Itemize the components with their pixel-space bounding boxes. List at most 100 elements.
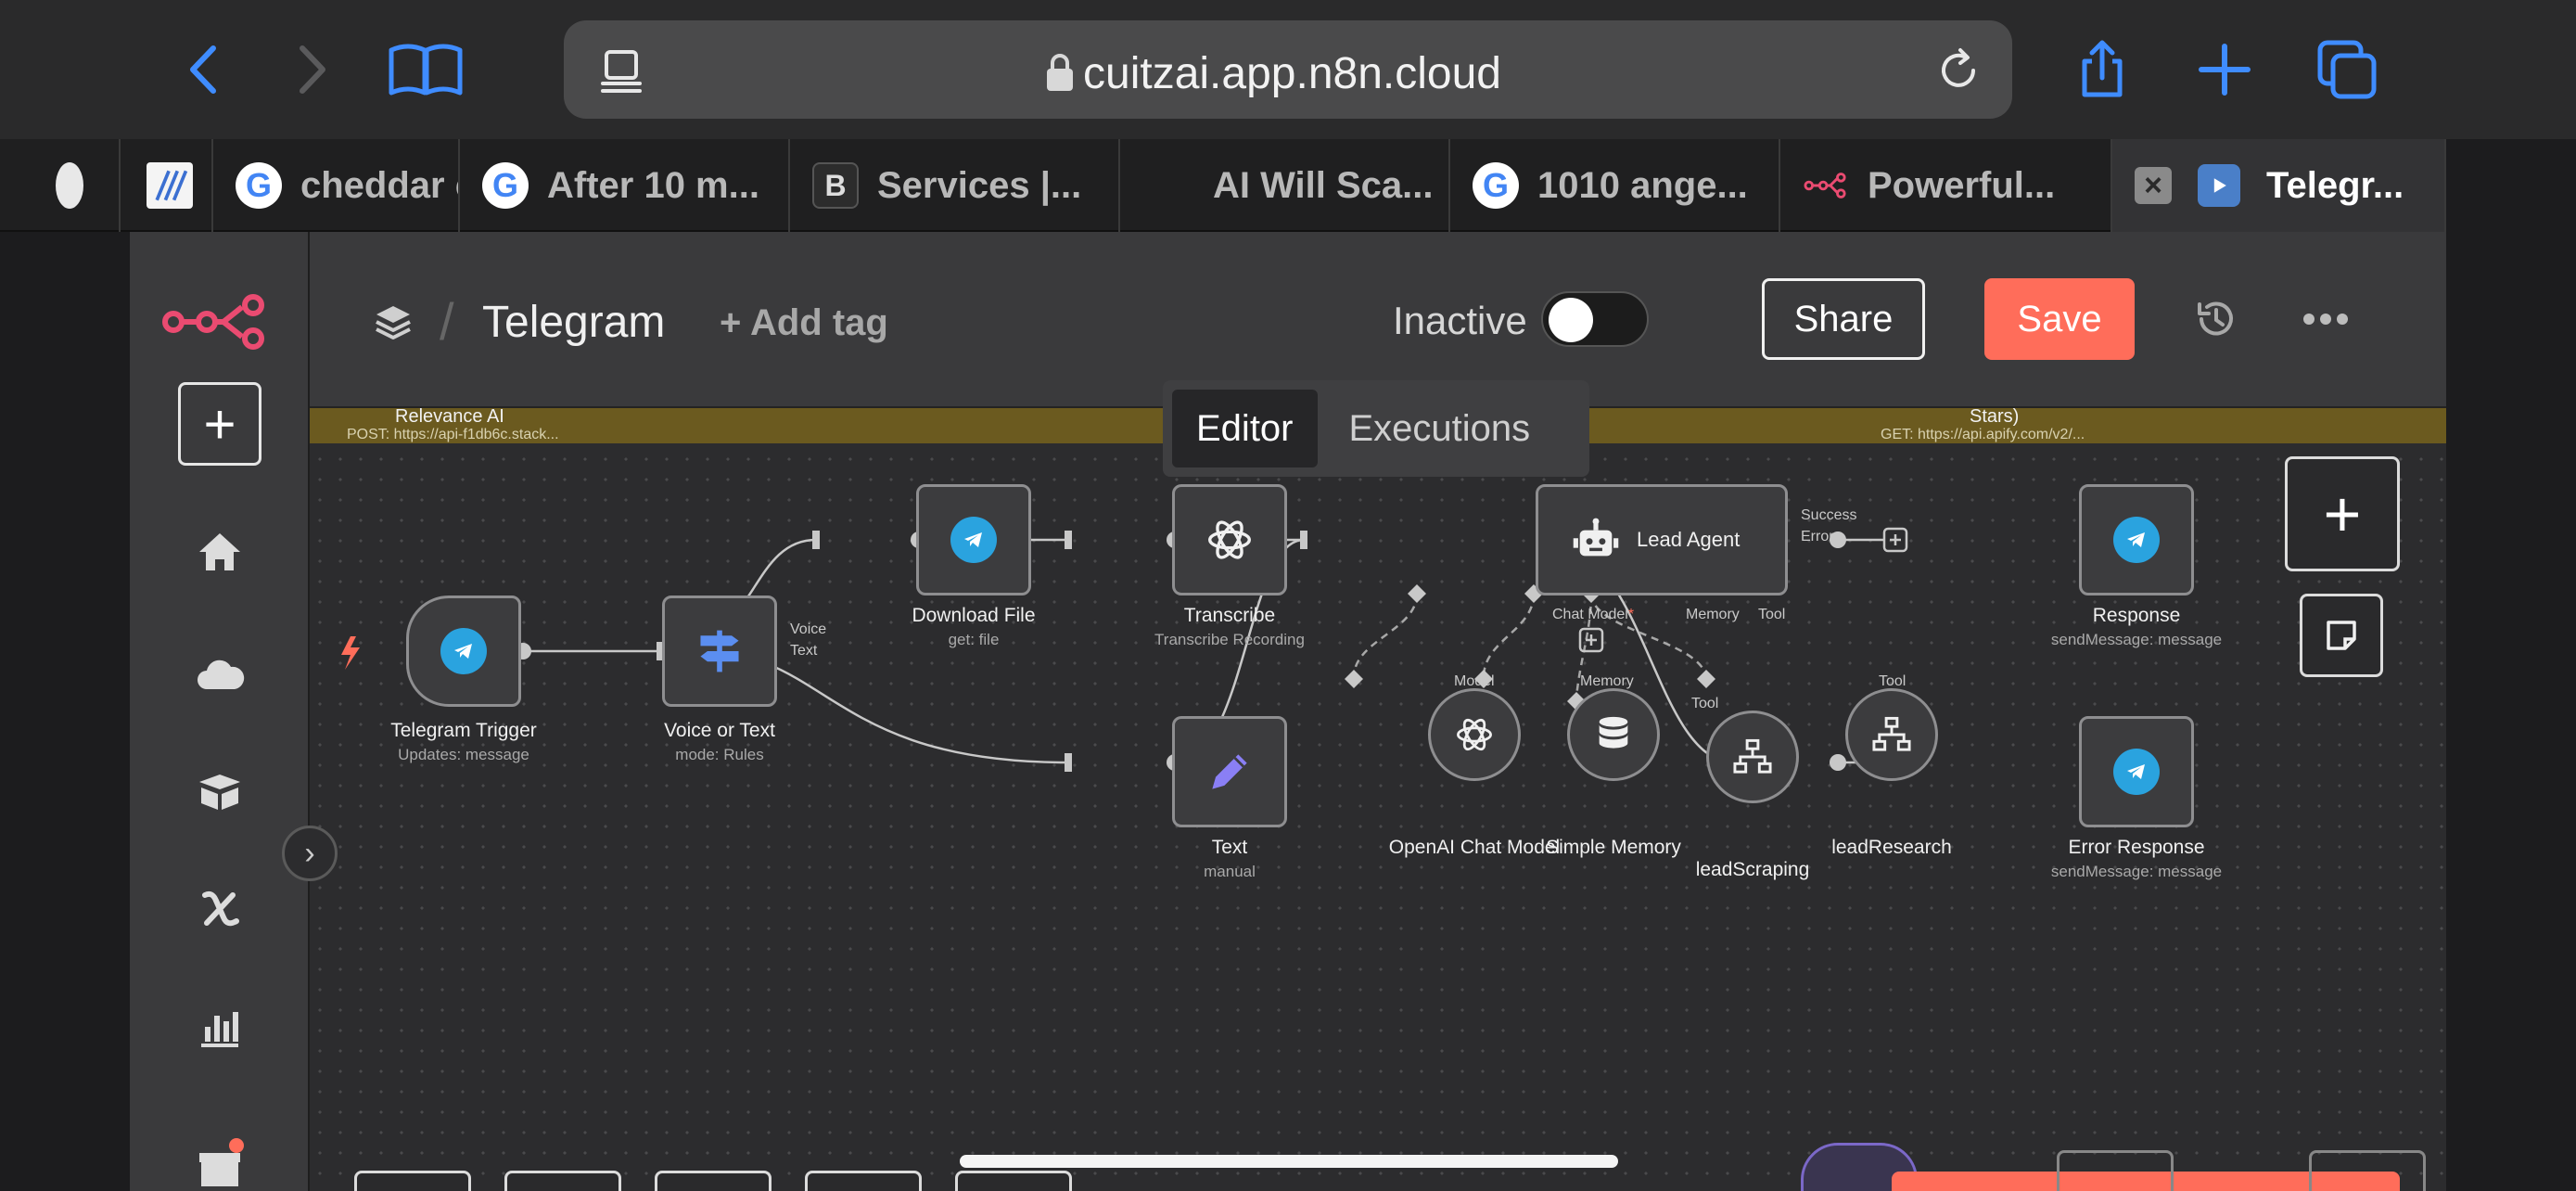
- sidebar-expand-chevron-icon[interactable]: ›: [282, 826, 338, 881]
- insights-chart-icon[interactable]: [178, 985, 261, 1069]
- strip-node-sub: GET: https://api.apify.com/v2/...: [1881, 427, 2085, 442]
- templates-box-icon[interactable]: [178, 749, 261, 833]
- tab-1[interactable]: G cheddar c: [213, 139, 460, 232]
- tidy-up-button[interactable]: [955, 1171, 1072, 1191]
- node-download-file[interactable]: [916, 484, 1031, 596]
- tab-4[interactable]: AI Will Sca...: [1120, 139, 1450, 232]
- test-workflow-button[interactable]: [1892, 1172, 2400, 1191]
- node-lead-agent[interactable]: Lead Agent: [1536, 484, 1788, 596]
- tab-editor[interactable]: Editor: [1172, 390, 1318, 467]
- node-error-response[interactable]: [2079, 716, 2194, 827]
- browser-toolbar: cuitzai.app.n8n.cloud: [0, 0, 2576, 139]
- strip-node-sub: POST: https://api-f1db6c.stack...: [347, 427, 559, 442]
- n8n-icon: [1803, 162, 1849, 209]
- zoom-in-button[interactable]: [504, 1171, 621, 1191]
- tab-pinned[interactable]: [56, 139, 121, 232]
- google-icon: G: [482, 162, 529, 209]
- forward-icon[interactable]: [278, 37, 343, 102]
- zoom-out-button[interactable]: [655, 1171, 772, 1191]
- errorresponse-output-port: [1830, 754, 1846, 771]
- node-lead-scraping[interactable]: [1706, 711, 1799, 803]
- add-node-button[interactable]: +: [2285, 456, 2400, 571]
- input-label-tool: Tool: [1758, 607, 1786, 622]
- address-bar[interactable]: cuitzai.app.n8n.cloud: [564, 20, 2012, 119]
- telegram-icon: [440, 628, 487, 674]
- subconnection-memory: [1482, 593, 1536, 678]
- input-label-chat-model: Chat Model*: [1552, 607, 1635, 622]
- share-button[interactable]: Share: [1762, 278, 1925, 360]
- node-voice-or-text[interactable]: [662, 596, 777, 707]
- sub-port-label-memory: Memory: [1580, 673, 1634, 689]
- output-label-success: Success: [1801, 507, 1857, 523]
- history-icon[interactable]: [2192, 295, 2240, 343]
- workflow-canvas[interactable]: Relevance AI POST: https://api-f1db6c.st…: [310, 380, 2446, 1191]
- subconnection-model: [1352, 593, 1419, 678]
- node-title: leadScraping: [1695, 859, 1810, 880]
- bookmarks-icon[interactable]: [384, 37, 467, 102]
- gift-icon[interactable]: [178, 1122, 261, 1191]
- tab-strip: G cheddar c G After 10 m... B Services |…: [0, 139, 2576, 232]
- home-indicator: [960, 1155, 1618, 1168]
- new-tab-icon[interactable]: [2192, 37, 2257, 102]
- node-title: Simple Memory: [1546, 837, 1681, 858]
- tab-favicon: [56, 162, 83, 209]
- add-tag-button[interactable]: + Add tag: [720, 302, 888, 343]
- output-label-text: Text: [790, 643, 818, 659]
- node-text[interactable]: [1172, 716, 1287, 827]
- agent-input-port: [1300, 531, 1307, 549]
- node-telegram-trigger[interactable]: [406, 596, 521, 707]
- more-options-icon[interactable]: [2300, 299, 2352, 339]
- activation-status-label: Inactive: [1393, 299, 1527, 342]
- workflow-name[interactable]: Telegram: [482, 298, 666, 347]
- reader-menu-icon[interactable]: [597, 45, 649, 96]
- node-subtitle: Updates: message: [398, 746, 529, 763]
- variables-icon[interactable]: [178, 866, 261, 950]
- add-after-response-icon: [1882, 527, 1908, 553]
- node-title: Response: [2092, 605, 2181, 626]
- node-transcribe[interactable]: [1172, 484, 1287, 596]
- openai-icon: [1457, 718, 1492, 751]
- tab-executions[interactable]: Executions: [1348, 407, 1531, 449]
- tabs-overview-icon[interactable]: [2315, 37, 2379, 102]
- breadcrumb-separator: /: [440, 292, 454, 351]
- tab-6[interactable]: Powerful...: [1780, 139, 2112, 232]
- sub-port-label-tool: Tool: [1691, 696, 1719, 711]
- subconnection-tool-research: [1589, 593, 1708, 678]
- toolbar-button[interactable]: [2309, 1150, 2426, 1191]
- pinned-site-icon: [147, 162, 193, 209]
- n8n-logo[interactable]: [158, 280, 278, 364]
- tab-2[interactable]: G After 10 m...: [460, 139, 790, 232]
- node-title: Lead Agent: [1637, 528, 1741, 551]
- node-title: leadResearch: [1831, 837, 1952, 858]
- telegram-icon: [2113, 749, 2160, 795]
- node-simple-memory[interactable]: [1567, 688, 1660, 781]
- reset-zoom-button[interactable]: [805, 1171, 922, 1191]
- node-response[interactable]: [2079, 484, 2194, 596]
- sidebar: +: [130, 232, 310, 1191]
- home-icon[interactable]: [178, 510, 261, 594]
- tab-pinned-2[interactable]: [121, 139, 213, 232]
- reload-icon[interactable]: [1931, 43, 1986, 98]
- share-sheet-icon[interactable]: [2070, 37, 2135, 102]
- tab-active[interactable]: × Telegr...: [2112, 139, 2446, 232]
- save-button[interactable]: Save: [1984, 278, 2135, 360]
- activation-toggle[interactable]: [1541, 291, 1649, 347]
- node-lead-research[interactable]: [1845, 688, 1938, 781]
- sticky-note-icon[interactable]: [2300, 594, 2383, 677]
- add-workflow-button[interactable]: +: [178, 382, 261, 466]
- tab-5[interactable]: G 1010 ange...: [1450, 139, 1780, 232]
- tab-edge[interactable]: [0, 139, 56, 232]
- node-title: Text: [1211, 837, 1248, 858]
- zoom-to-fit-button[interactable]: [354, 1171, 471, 1191]
- research-sub-port: [1697, 670, 1715, 688]
- cloud-icon[interactable]: [178, 633, 261, 716]
- back-icon[interactable]: [172, 37, 237, 102]
- tab-3[interactable]: B Services |...: [790, 139, 1120, 232]
- toolbar-button[interactable]: [2057, 1150, 2174, 1191]
- layers-icon[interactable]: [373, 302, 414, 343]
- close-tab-icon[interactable]: ×: [2135, 167, 2172, 204]
- pencil-icon: [1212, 754, 1247, 789]
- robot-icon: [1573, 518, 1619, 557]
- input-label-memory: Memory: [1686, 607, 1740, 622]
- node-openai-chat-model[interactable]: [1428, 688, 1521, 781]
